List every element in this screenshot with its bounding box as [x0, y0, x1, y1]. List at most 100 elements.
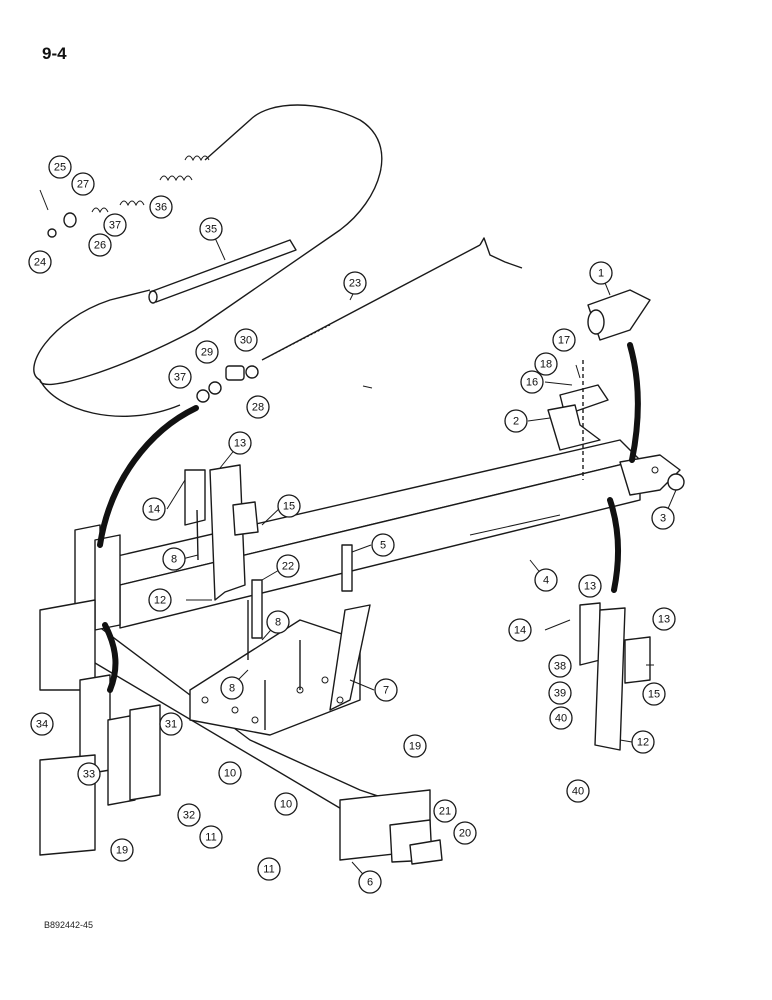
callout-36: 36 [149, 195, 173, 219]
callout-number: 14 [148, 504, 160, 516]
clevis-pin [587, 309, 605, 335]
plate-lower-2 [107, 714, 136, 806]
callout-8: 8 [266, 610, 290, 634]
callout-number: 40 [555, 713, 567, 725]
callout-number: 19 [116, 845, 128, 857]
callout-circle [177, 803, 201, 827]
callout-circle [534, 352, 558, 376]
callout-circle [403, 734, 427, 758]
washer-2 [208, 381, 222, 395]
callout-40: 40 [549, 706, 573, 730]
callout-number: 37 [174, 372, 186, 384]
nut-end [667, 473, 685, 491]
callout-circle [168, 365, 192, 389]
small-nut [47, 228, 57, 238]
callout-number: 5 [380, 540, 386, 552]
callout-29: 29 [195, 340, 219, 364]
clevis-hardware [547, 289, 651, 480]
callout-circle [162, 547, 186, 571]
callout-number: 19 [409, 741, 421, 753]
callout-circle [453, 821, 477, 845]
callout-circle [652, 607, 676, 631]
callout-22: 22 [276, 554, 300, 578]
callout-37: 37 [168, 365, 192, 389]
tube-end [148, 290, 158, 304]
callout-number: 34 [36, 719, 48, 731]
plate [189, 619, 361, 736]
callout-circle [566, 779, 590, 803]
callout-11: 11 [199, 825, 223, 849]
beam-detail [469, 514, 561, 536]
adjuster-block [225, 365, 245, 381]
callout-circle [578, 574, 602, 598]
callout-23: 23 [343, 271, 367, 295]
callout-10: 10 [274, 792, 298, 816]
callout-circle [246, 395, 270, 419]
callout-number: 4 [543, 575, 549, 587]
callout-21: 21 [433, 799, 457, 823]
callout-number: 35 [205, 224, 217, 236]
callout-number: 8 [171, 554, 177, 566]
callout-12: 12 [631, 730, 655, 754]
callout-11: 11 [257, 857, 281, 881]
callout-12: 12 [148, 588, 172, 612]
callout-35: 35 [199, 217, 223, 241]
callout-15: 15 [277, 494, 301, 518]
callout-14: 14 [508, 618, 532, 642]
bracket-b [209, 464, 246, 601]
callout-13: 13 [652, 607, 676, 631]
callout-circle [548, 681, 572, 705]
callout-number: 16 [526, 377, 538, 389]
callout-number: 25 [54, 162, 66, 174]
callout-13: 13 [228, 431, 252, 455]
callout-circle [549, 706, 573, 730]
plate-lower-4 [129, 704, 161, 801]
arrow-left-lower [102, 622, 119, 693]
figure-code: B892442-45 [44, 920, 94, 930]
callout-number: 36 [155, 202, 167, 214]
plate-brace [329, 604, 371, 711]
callout-circle [28, 250, 52, 274]
callout-27: 27 [71, 172, 95, 196]
threaded-rod [261, 244, 481, 361]
callout-number: 13 [658, 614, 670, 626]
callout-number: 21 [439, 806, 451, 818]
callout-40: 40 [566, 779, 590, 803]
callout-5: 5 [371, 533, 395, 557]
callout-37: 37 [103, 213, 127, 237]
callout-circle [234, 328, 258, 352]
callout-number: 1 [598, 268, 604, 280]
callout-circle [266, 610, 290, 634]
callout-number: 10 [224, 768, 236, 780]
callout-number: 8 [275, 617, 281, 629]
callout-circle [534, 568, 558, 592]
callout-number: 22 [282, 561, 294, 573]
callout-number: 13 [584, 581, 596, 593]
callout-circle [71, 172, 95, 196]
upper-brackets [184, 464, 259, 601]
right-brackets [579, 602, 651, 751]
nut [196, 389, 210, 403]
callout-19: 19 [403, 734, 427, 758]
callout-circle [277, 494, 301, 518]
callout-circle [651, 506, 675, 530]
callout-circle [30, 712, 54, 736]
callout-circle [552, 328, 576, 352]
rbracket-a [579, 602, 601, 666]
arrow-left [97, 405, 199, 548]
callout-circle [371, 533, 395, 557]
rbracket-b [594, 607, 626, 751]
callout-16: 16 [520, 370, 544, 394]
callout-number: 12 [637, 737, 649, 749]
plate-left-2 [94, 534, 121, 631]
callout-number: 31 [165, 719, 177, 731]
callout-number: 39 [554, 688, 566, 700]
callout-circle [228, 431, 252, 455]
callout-8: 8 [220, 676, 244, 700]
callout-circle [274, 792, 298, 816]
callout-number: 10 [280, 799, 292, 811]
spring-rod-assembly [33, 104, 523, 418]
callout-14: 14 [142, 497, 166, 521]
